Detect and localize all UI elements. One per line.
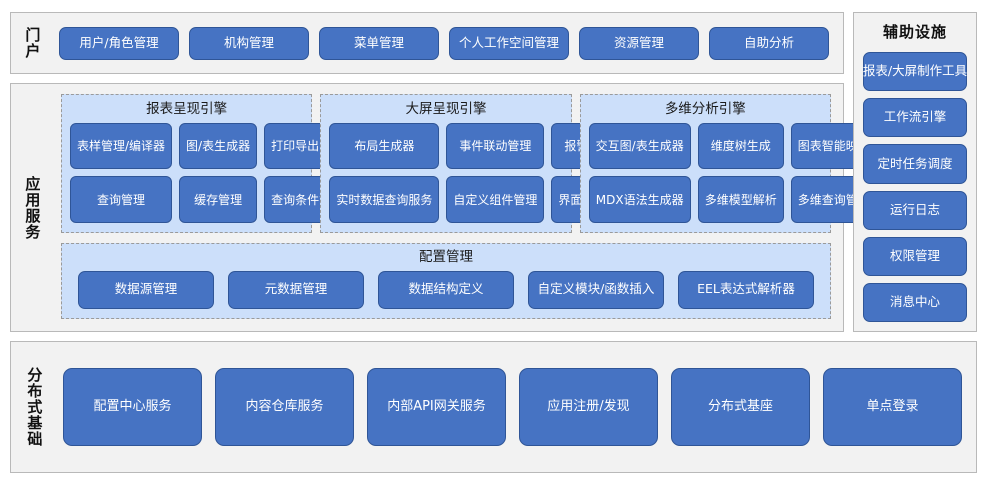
config-item-data-structure-definition[interactable]: 数据结构定义	[378, 270, 514, 309]
aux-item-report-dashboard-authoring-tool[interactable]: 报表/大屏制作工具	[863, 52, 967, 92]
engine-item-form-template-manager[interactable]: 表样管理/编译器	[70, 122, 173, 170]
infra-item-distributed-base[interactable]: 分布式基座	[671, 368, 810, 446]
engine-item-realtime-data-query-service[interactable]: 实时数据查询服务	[329, 176, 440, 223]
auxiliary-facilities-section: 辅助设施 报表/大屏制作工具 工作流引擎 定时任务调度 运行日志 权限管理 消息…	[853, 12, 977, 332]
engine-item-query-management[interactable]: 查询管理	[70, 176, 173, 223]
engine-item-dimension-tree-generation[interactable]: 维度树生成	[697, 122, 784, 170]
configuration-management-row: 数据源管理 元数据管理 数据结构定义 自定义模块/函数插入 EEL表达式解析器	[72, 270, 820, 309]
engine-item-custom-component-management[interactable]: 自定义组件管理	[446, 176, 545, 223]
engine-item-chart-table-generator[interactable]: 图/表生成器	[179, 122, 258, 170]
distributed-infrastructure-section-label: 分布式基础	[25, 367, 44, 447]
portal-button-row: 用户/角色管理 机构管理 菜单管理 个人工作空间管理 资源管理 自助分析	[53, 13, 843, 73]
infra-item-app-registration-discovery[interactable]: 应用注册/发现	[519, 368, 658, 446]
engine-item-layout-generator[interactable]: 布局生成器	[329, 122, 440, 170]
config-item-eel-expression-parser[interactable]: EEL表达式解析器	[678, 270, 814, 309]
portal-item-org-management[interactable]: 机构管理	[189, 26, 309, 60]
aux-item-runtime-logs[interactable]: 运行日志	[863, 190, 967, 230]
application-services-body: 报表呈现引擎 表样管理/编译器 图/表生成器 打印导出引擎 查询管理 缓存管理 …	[53, 84, 877, 331]
upper-region: 门户 用户/角色管理 机构管理 菜单管理 个人工作空间管理 资源管理 自助分析 …	[10, 12, 977, 332]
engine-group-title: 多维分析引擎	[664, 101, 746, 117]
aux-item-workflow-engine[interactable]: 工作流引擎	[863, 98, 967, 138]
portal-item-menu-management[interactable]: 菜单管理	[319, 26, 439, 60]
portal-item-user-role-management[interactable]: 用户/角色管理	[59, 26, 179, 60]
left-column: 门户 用户/角色管理 机构管理 菜单管理 个人工作空间管理 资源管理 自助分析 …	[10, 12, 877, 332]
portal-item-personal-workspace-management[interactable]: 个人工作空间管理	[449, 26, 569, 60]
engine-item-mdx-syntax-generator[interactable]: MDX语法生成器	[588, 176, 691, 223]
engine-group-grid: 表样管理/编译器 图/表生成器 打印导出引擎 查询管理 缓存管理 查询条件管理	[70, 122, 351, 223]
infra-item-config-center-service[interactable]: 配置中心服务	[63, 368, 202, 446]
auxiliary-facilities-title: 辅助设施	[882, 23, 947, 41]
infra-item-single-sign-on[interactable]: 单点登录	[823, 368, 962, 446]
engine-group-title: 大屏呈现引擎	[405, 101, 487, 117]
distributed-infrastructure-section: 分布式基础 配置中心服务 内容仓库服务 内部API网关服务 应用注册/发现 分布…	[10, 341, 977, 473]
config-item-metadata-management[interactable]: 元数据管理	[228, 270, 364, 309]
application-services-section: 应用服务 报表呈现引擎 表样管理/编译器 图/表生成器 打印导出引擎 查询管理 …	[10, 83, 877, 332]
engine-item-multidimensional-model-parsing[interactable]: 多维模型解析	[697, 176, 784, 223]
config-item-datasource-management[interactable]: 数据源管理	[78, 270, 214, 309]
engine-group-title: 报表呈现引擎	[146, 101, 228, 117]
configuration-management-title: 配置管理	[419, 249, 473, 265]
infra-item-content-repository-service[interactable]: 内容仓库服务	[215, 368, 354, 446]
configuration-management-group: 配置管理 数据源管理 元数据管理 数据结构定义 自定义模块/函数插入 EEL表达…	[61, 243, 831, 319]
engine-group-grid: 交互图/表生成器 维度树生成 图表智能映射 MDX语法生成器 多维模型解析 多维…	[588, 122, 877, 223]
portal-section: 门户 用户/角色管理 机构管理 菜单管理 个人工作空间管理 资源管理 自助分析	[10, 12, 844, 74]
portal-item-self-service-analysis[interactable]: 自助分析	[709, 26, 829, 60]
engine-group-multidimensional-analysis: 多维分析引擎 交互图/表生成器 维度树生成 图表智能映射 MDX语法生成器 多维…	[579, 94, 877, 233]
aux-item-scheduled-task-scheduler[interactable]: 定时任务调度	[863, 144, 967, 184]
application-services-section-label: 应用服务	[23, 175, 42, 240]
engines-row: 报表呈现引擎 表样管理/编译器 图/表生成器 打印导出引擎 查询管理 缓存管理 …	[61, 94, 877, 233]
engine-item-interactive-chart-table-generator[interactable]: 交互图/表生成器	[588, 122, 691, 170]
engine-group-report-rendering: 报表呈现引擎 表样管理/编译器 图/表生成器 打印导出引擎 查询管理 缓存管理 …	[61, 94, 351, 233]
infra-item-internal-api-gateway-service[interactable]: 内部API网关服务	[367, 368, 506, 446]
aux-item-permission-management[interactable]: 权限管理	[863, 236, 967, 276]
engine-item-event-linkage-management[interactable]: 事件联动管理	[446, 122, 545, 170]
aux-item-message-center[interactable]: 消息中心	[863, 282, 967, 323]
portal-section-label: 门户	[23, 27, 42, 59]
infrastructure-button-row: 配置中心服务 内容仓库服务 内部API网关服务 应用注册/发现 分布式基座 单点…	[57, 342, 976, 472]
portal-item-resource-management[interactable]: 资源管理	[579, 26, 699, 60]
config-item-custom-module-function-insert[interactable]: 自定义模块/函数插入	[528, 270, 664, 309]
engine-group-grid: 布局生成器 事件联动管理 报警联动作管理 实时数据查询服务 自定义组件管理 界面…	[329, 122, 662, 223]
engine-item-cache-management[interactable]: 缓存管理	[179, 176, 258, 223]
engine-group-large-screen-rendering: 大屏呈现引擎 布局生成器 事件联动管理 报警联动作管理 实时数据查询服务 自定义…	[320, 94, 662, 233]
